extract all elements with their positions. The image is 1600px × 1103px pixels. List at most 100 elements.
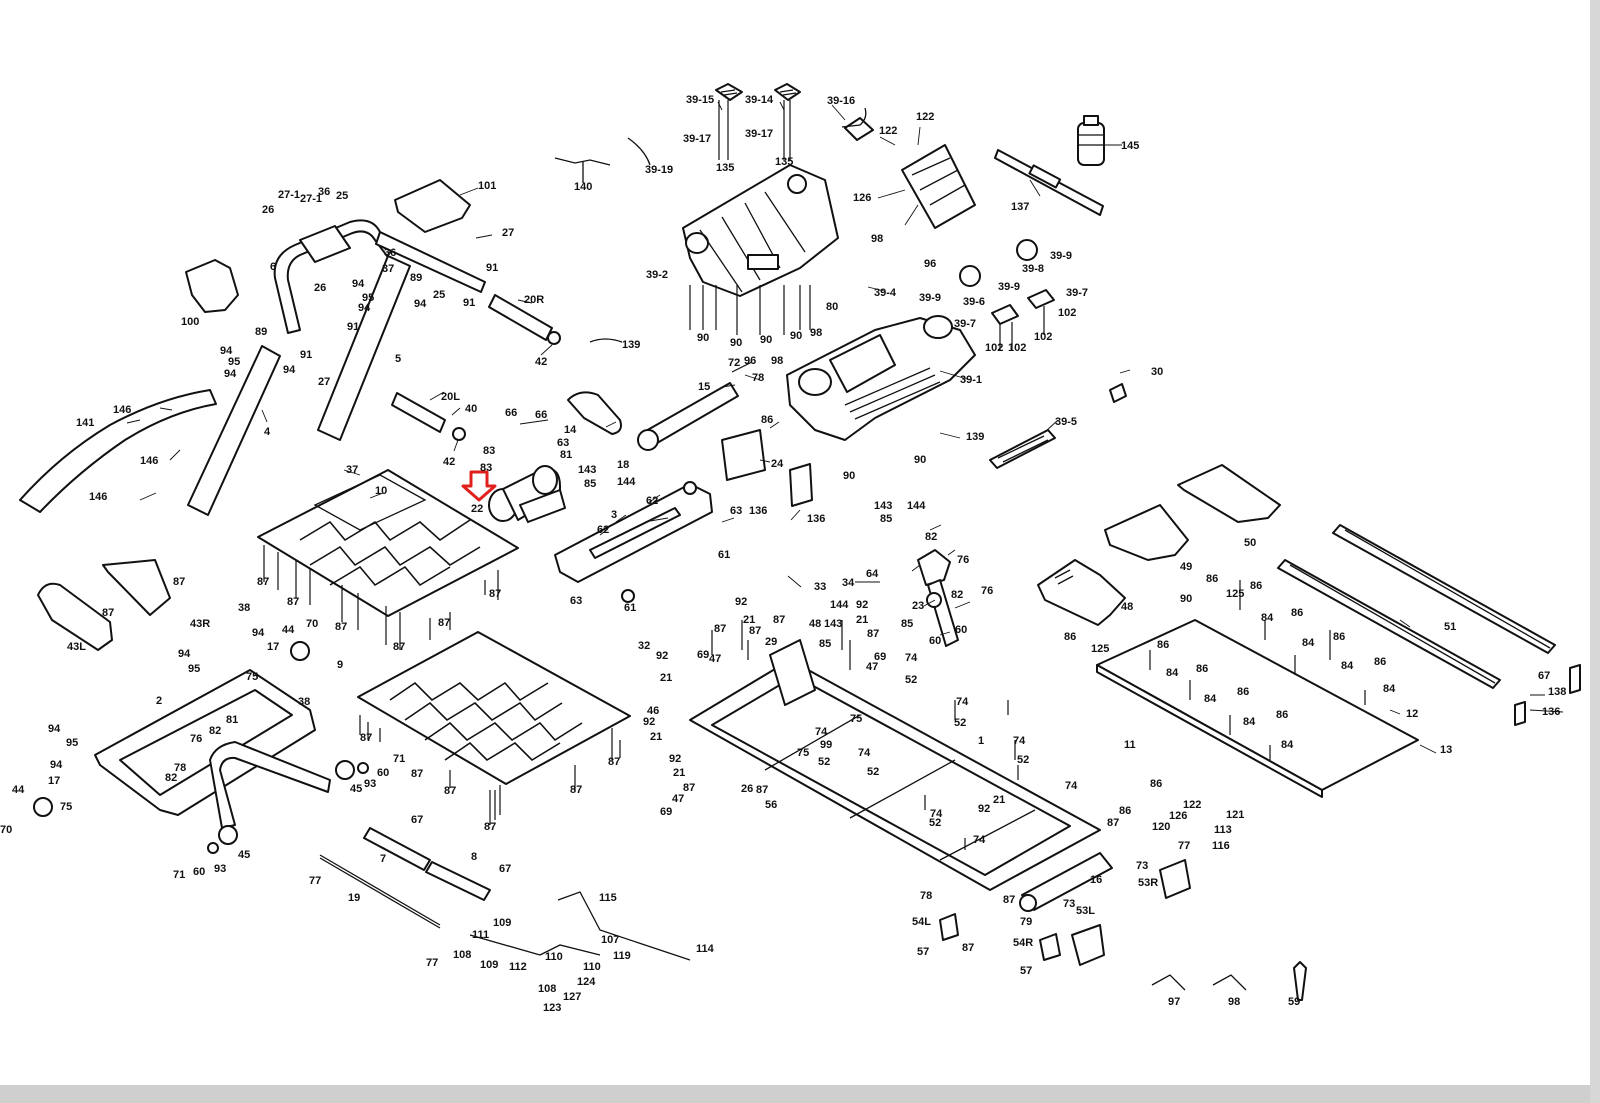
callout-84: 84 bbox=[1341, 660, 1354, 672]
callout-52: 52 bbox=[905, 674, 917, 686]
callout-97: 97 bbox=[1168, 996, 1180, 1008]
callout-59: 59 bbox=[1288, 996, 1300, 1008]
callout-90: 90 bbox=[914, 454, 926, 466]
callout-6: 6 bbox=[270, 261, 276, 273]
callout-90: 90 bbox=[730, 337, 742, 349]
cover-100 bbox=[185, 259, 239, 313]
callout-111: 111 bbox=[472, 929, 489, 941]
callout-39-9: 39-9 bbox=[919, 292, 941, 304]
callout-87: 87 bbox=[749, 625, 761, 637]
bottom-border bbox=[0, 1085, 1600, 1103]
callout-135: 135 bbox=[716, 162, 734, 174]
callout-92: 92 bbox=[643, 716, 655, 728]
cushion-tray-9 bbox=[357, 631, 631, 785]
handlebar-tube-left bbox=[391, 392, 466, 441]
callout-89: 89 bbox=[410, 272, 422, 284]
callout-56: 56 bbox=[765, 799, 777, 811]
callout-60: 60 bbox=[955, 624, 967, 636]
callout-67: 67 bbox=[499, 863, 511, 875]
callout-62: 62 bbox=[646, 495, 658, 507]
callout-73: 73 bbox=[1063, 898, 1075, 910]
callout-21: 21 bbox=[856, 614, 868, 626]
callout-92: 92 bbox=[669, 753, 681, 765]
callout-75: 75 bbox=[246, 671, 258, 683]
callout-11: 11 bbox=[1124, 739, 1136, 751]
callout-84: 84 bbox=[1281, 739, 1294, 751]
callout-87: 87 bbox=[1003, 894, 1015, 906]
callout-96: 96 bbox=[924, 258, 936, 270]
callout-86: 86 bbox=[1150, 778, 1162, 790]
callout-5: 5 bbox=[395, 353, 401, 365]
callout-38: 38 bbox=[298, 696, 310, 708]
right-border bbox=[1590, 0, 1600, 1103]
callout-1: 1 bbox=[978, 735, 984, 747]
callout-76: 76 bbox=[957, 554, 969, 566]
callout-57: 57 bbox=[1020, 965, 1032, 977]
callout-113: 113 bbox=[1214, 824, 1232, 836]
callout-82: 82 bbox=[951, 589, 963, 601]
callout-26: 26 bbox=[741, 783, 753, 795]
callout-25: 25 bbox=[433, 289, 445, 301]
callout-75: 75 bbox=[60, 801, 72, 813]
callout-86: 86 bbox=[1119, 805, 1131, 817]
callout-90: 90 bbox=[1180, 593, 1192, 605]
callout-60: 60 bbox=[193, 866, 205, 878]
callout-21: 21 bbox=[673, 767, 685, 779]
callout-93: 93 bbox=[364, 778, 376, 790]
callout-39-8: 39-8 bbox=[1022, 263, 1044, 275]
callout-94: 94 bbox=[252, 627, 265, 639]
callout-87: 87 bbox=[484, 821, 496, 833]
callout-87: 87 bbox=[102, 607, 114, 619]
highlight-arrow bbox=[461, 470, 497, 502]
callout-115: 115 bbox=[599, 892, 617, 904]
frame-feet bbox=[939, 859, 1191, 966]
callout-74: 74 bbox=[1013, 735, 1026, 747]
callout-leaders bbox=[126, 101, 1564, 754]
upright-right bbox=[317, 255, 411, 441]
callout-21: 21 bbox=[993, 794, 1005, 806]
callout-98: 98 bbox=[771, 355, 783, 367]
callout-90: 90 bbox=[790, 330, 802, 342]
callout-82: 82 bbox=[925, 531, 937, 543]
callout-87: 87 bbox=[962, 942, 974, 954]
console-bracket-small bbox=[844, 117, 874, 141]
callout-87: 87 bbox=[257, 576, 269, 588]
callout-98: 98 bbox=[871, 233, 883, 245]
callout-146: 146 bbox=[113, 404, 131, 416]
callout-39-4: 39-4 bbox=[874, 287, 897, 299]
callout-120: 120 bbox=[1152, 821, 1170, 833]
callout-39-2: 39-2 bbox=[646, 269, 668, 281]
lift-frame-2 bbox=[94, 669, 331, 829]
callout-86: 86 bbox=[761, 414, 773, 426]
console-mast-cover bbox=[394, 179, 471, 233]
callout-21: 21 bbox=[743, 614, 755, 626]
callout-94: 94 bbox=[414, 298, 427, 310]
callout-49: 49 bbox=[1180, 561, 1192, 573]
callout-95: 95 bbox=[188, 663, 200, 675]
lift-motor bbox=[917, 549, 959, 647]
callout-70: 70 bbox=[0, 824, 12, 836]
callout-21: 21 bbox=[650, 731, 662, 743]
callout-63: 63 bbox=[570, 595, 582, 607]
callout-39-7: 39-7 bbox=[1066, 287, 1088, 299]
callout-85: 85 bbox=[880, 513, 892, 525]
callout-37: 37 bbox=[382, 263, 394, 275]
callout-136: 136 bbox=[807, 513, 825, 525]
callout-91: 91 bbox=[486, 262, 498, 274]
callout-82: 82 bbox=[209, 725, 221, 737]
callout-78: 78 bbox=[920, 890, 932, 902]
callout-39-17: 39-17 bbox=[745, 128, 773, 140]
callout-12: 12 bbox=[1406, 708, 1418, 720]
callout-91: 91 bbox=[347, 321, 359, 333]
motor-hood-48 bbox=[1037, 559, 1126, 626]
callout-94: 94 bbox=[283, 364, 296, 376]
callout-140: 140 bbox=[574, 181, 592, 193]
callout-127: 127 bbox=[563, 991, 581, 1003]
callout-91: 91 bbox=[300, 349, 312, 361]
callout-94: 94 bbox=[48, 723, 61, 735]
callout-52: 52 bbox=[867, 766, 879, 778]
callout-71: 71 bbox=[393, 753, 405, 765]
speaker-units bbox=[959, 239, 1055, 350]
handlebar-tube-right bbox=[488, 294, 561, 345]
callout-10: 10 bbox=[375, 485, 387, 497]
